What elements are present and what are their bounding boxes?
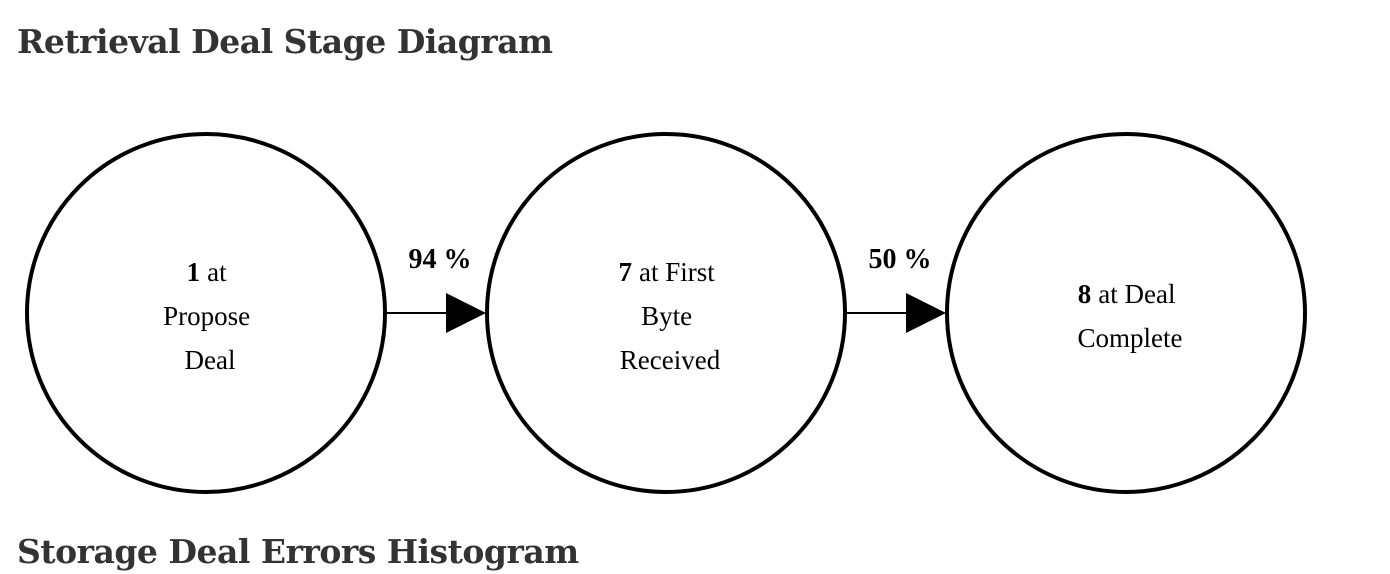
stage-label-line: at Deal	[1098, 279, 1175, 309]
stage-label-line: at First	[639, 257, 715, 287]
transition-rate-label: 94 %	[409, 244, 472, 275]
transition-arrow: 94 %	[385, 244, 486, 333]
stage-label-line: Propose	[163, 301, 250, 331]
transition-rate-label: 50 %	[869, 244, 932, 275]
stage-label-line: at	[207, 257, 227, 287]
stage-count: 1	[187, 257, 201, 287]
stage-count: 7	[618, 257, 632, 287]
stage-label-line: Byte	[641, 301, 692, 331]
next-section-title: Storage Deal Errors Histogram	[17, 532, 579, 571]
arrow-head-icon	[446, 293, 486, 333]
arrow-head-icon	[906, 293, 946, 333]
page-title: Retrieval Deal Stage Diagram	[17, 22, 553, 61]
transition-arrow: 50 %	[845, 244, 946, 333]
stage-label-line: Complete	[1078, 323, 1183, 353]
stage-label-line: Received	[620, 345, 721, 375]
stage-count: 8	[1078, 279, 1092, 309]
stage-circle	[945, 132, 1307, 494]
stage-label-line: Deal	[185, 345, 236, 375]
